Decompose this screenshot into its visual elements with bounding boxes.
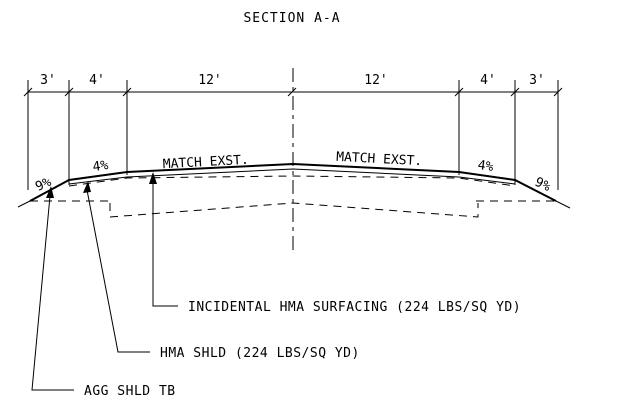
- leader-surfacing: [149, 172, 178, 307]
- ground-line: [17, 200, 571, 209]
- callout-surfacing: INCIDENTAL HMA SURFACING (224 LBS/SQ YD): [188, 300, 521, 315]
- dim-right-shoulder: 4': [480, 73, 496, 88]
- dimension-line: [23, 80, 563, 190]
- leader-shoulder: [83, 181, 150, 353]
- slope-right-lane: MATCH EXST.: [336, 150, 423, 169]
- leader-agg: [31, 186, 74, 391]
- dim-right-lane: 12': [364, 73, 387, 88]
- dim-left-lane: 12': [198, 73, 221, 88]
- slope-right-outer: 9%: [532, 175, 553, 195]
- section-title: SECTION A-A: [243, 11, 340, 26]
- slope-left-outer: 9%: [33, 175, 54, 195]
- pavement-surface: [29, 162, 557, 202]
- dim-right-outer: 3': [529, 73, 545, 88]
- dim-left-outer: 3': [40, 73, 56, 88]
- callout-shoulder: HMA SHLD (224 LBS/SQ YD): [160, 346, 360, 361]
- slope-left-shoulder: 4%: [92, 158, 110, 175]
- dim-left-shoulder: 4': [89, 73, 105, 88]
- slope-right-shoulder: 4%: [477, 158, 495, 175]
- slope-left-lane: MATCH EXST.: [162, 153, 249, 172]
- callout-agg: AGG SHLD TB: [84, 384, 176, 399]
- subgrade-lines: [30, 175, 556, 218]
